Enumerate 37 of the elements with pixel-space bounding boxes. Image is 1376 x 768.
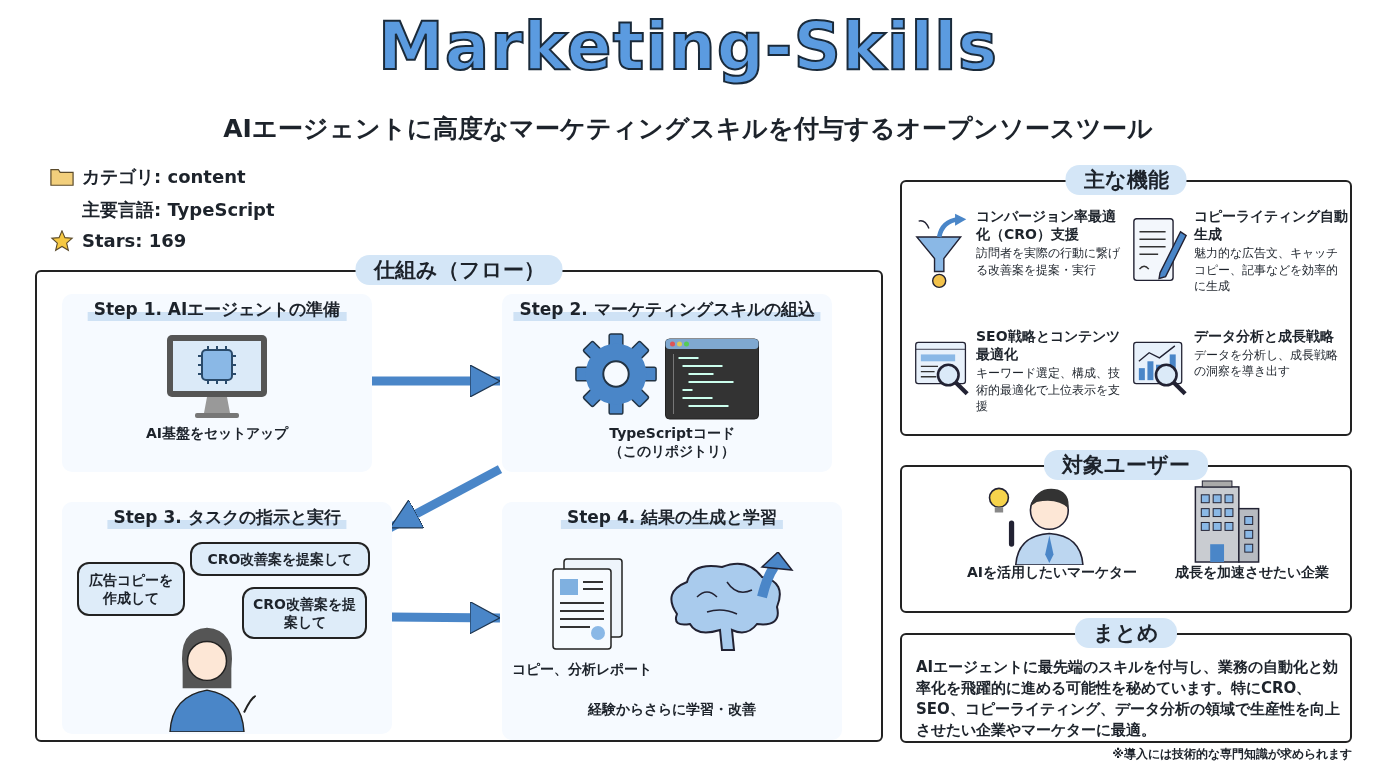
info-text: 主要言語: TypeScript: [82, 198, 275, 222]
description-text: コピー、分析レポート: [511, 660, 653, 679]
feature-heading: コンバージョン率最適化（CRO）支援: [976, 207, 1117, 244]
feature-heading: コピーライティング自動生成: [1194, 207, 1348, 244]
panel-title: 主な機能: [1065, 165, 1187, 195]
step-heading: Step 4. 結果の生成と学習: [560, 506, 784, 529]
speech-bubble: 広告コピーを作成して: [77, 562, 185, 616]
feature-description: データを分析し、成長戦略の洞察を導き出す: [1194, 347, 1339, 380]
description-text: 経験からさらに学習・改善: [586, 700, 757, 719]
title: Marketing-Skills: [377, 8, 999, 85]
step-heading: Step 1. AIエージェントの準備: [87, 298, 347, 321]
step-heading: Step 3. タスクの指示と実行: [107, 506, 347, 529]
description-text: AIを活用したいマーケター: [965, 563, 1138, 582]
panel-title: 仕組み（フロー）: [355, 255, 563, 285]
feature-heading: データ分析と成長戦略: [1194, 327, 1335, 346]
feature-description: 訪問者を実際の行動に繋げる改善案を提案・実行: [976, 245, 1121, 278]
speech-bubble: CRO改善案を提案して: [242, 587, 367, 639]
summary-text: AIエージェントに最先端のスキルを付与し、業務の自動化と効率化を飛躍的に進める可能性を秘めています。特にCRO、SEO、コピーライティング、データ分析の領域で生産性を向上させたい企業やマーケターに最適。: [916, 657, 1340, 741]
step-card: [62, 502, 392, 734]
description-text: AI基盤をセットアップ: [144, 424, 290, 443]
speech-bubble: CRO改善案を提案して: [190, 542, 370, 576]
feature-description: キーワード選定、構成、技術的最適化で上位表示を支援: [976, 365, 1121, 414]
subtitle: AIエージェントに高度なマーケティングスキルを付与するオープンソースツール: [222, 113, 1154, 145]
panel-title: まとめ: [1075, 618, 1177, 648]
arrow: [370, 364, 501, 398]
footnote: ※導入には技術的な専門知識が求められます: [1111, 746, 1352, 763]
info-text: Stars: 169: [82, 230, 187, 251]
description-text: TypeScriptコード（このリポジトリ）: [608, 424, 736, 461]
feature-description: 魅力的な広告文、キャッチコピー、記事などを効率的に生成: [1194, 245, 1339, 294]
step-heading: Step 2. マーケティングスキルの組込: [513, 298, 821, 321]
description-text: 成長を加速させたい企業: [1174, 563, 1330, 582]
step-card: [62, 294, 372, 472]
step-card: [502, 502, 842, 740]
info-text: カテゴリ: content: [82, 165, 246, 189]
panel-title: 対象ユーザー: [1044, 450, 1208, 480]
step-card: [502, 294, 832, 472]
feature-heading: SEO戦略とコンテンツ最適化: [976, 327, 1121, 364]
